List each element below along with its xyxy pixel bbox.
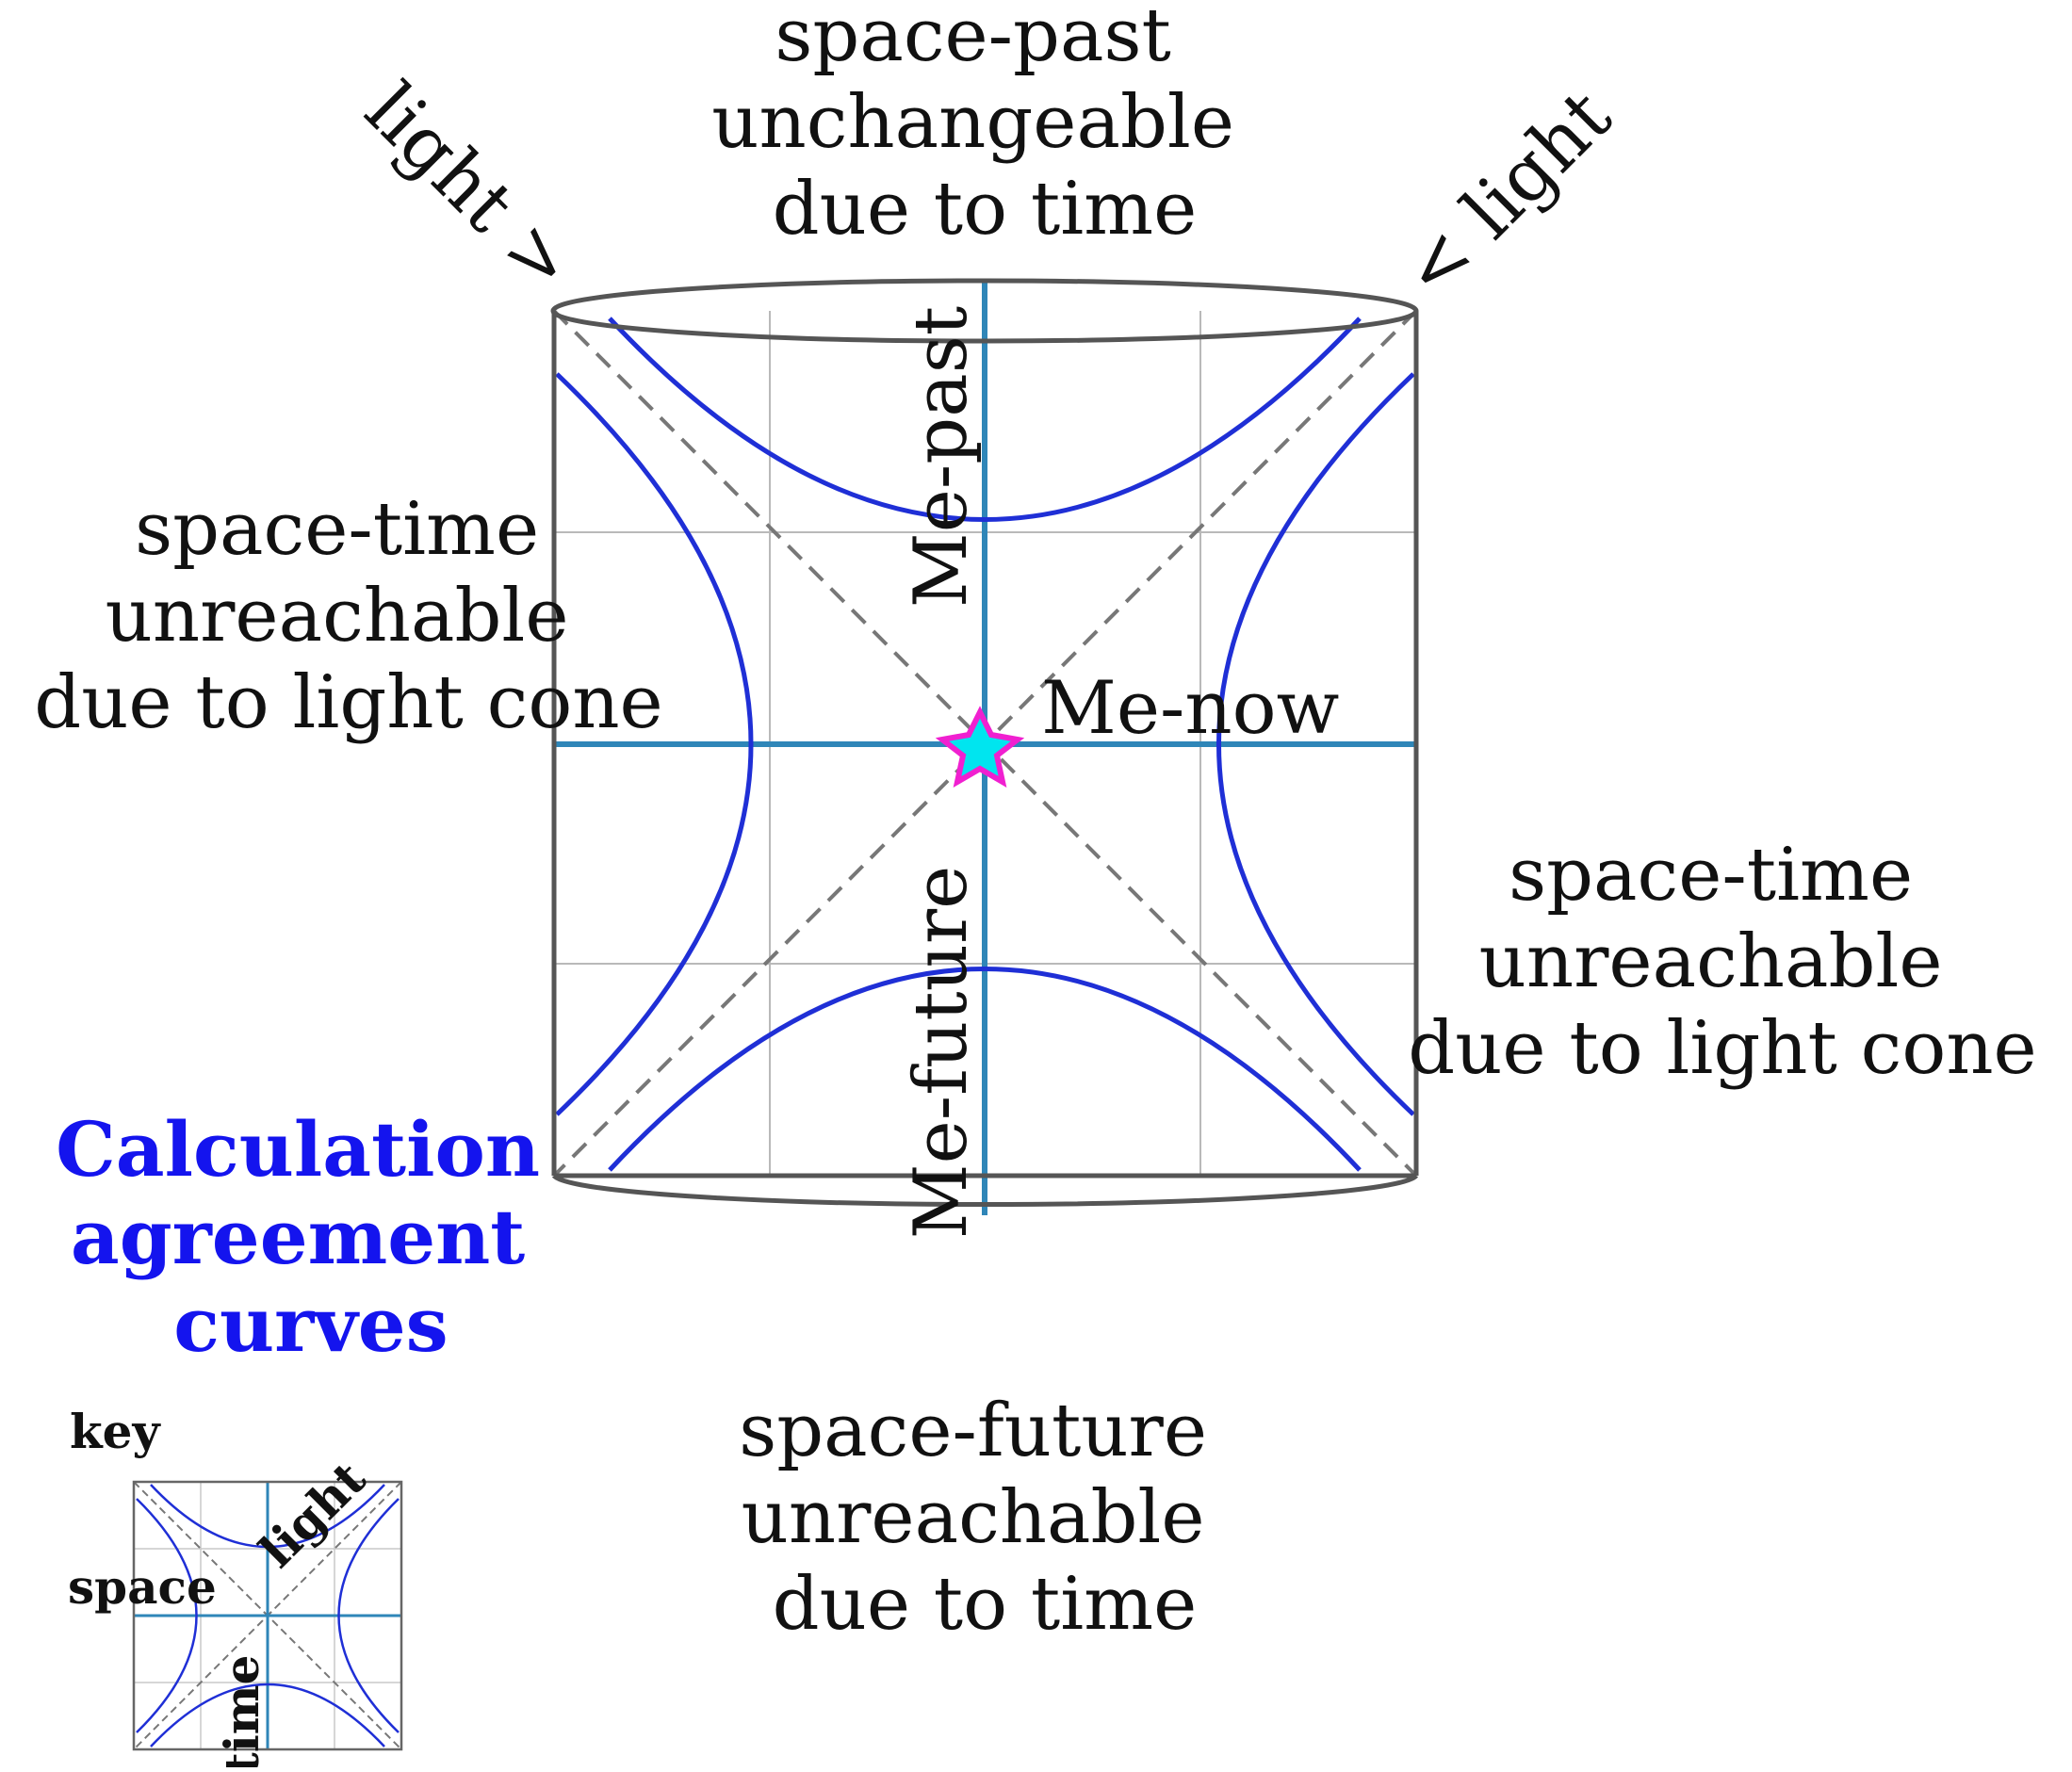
key-axes bbox=[134, 1482, 401, 1749]
bottom-ellipse bbox=[551, 1174, 1419, 1207]
key-space-label: space bbox=[68, 1559, 217, 1615]
key-frame bbox=[132, 1480, 403, 1751]
label-right: space-time unreachable due to light cone bbox=[1408, 833, 2036, 1091]
key-time-label: time bbox=[214, 1655, 269, 1767]
curve-bottom bbox=[608, 967, 1362, 1172]
label-me-past: Me-past bbox=[899, 306, 984, 608]
curve-top bbox=[608, 317, 1362, 522]
agreement-curves bbox=[555, 317, 1415, 1172]
label-top: space-past unchangeable due to time bbox=[711, 0, 1258, 252]
label-me-now: Me-now bbox=[1041, 666, 1339, 751]
label-calculation-curves: Calculation agreement curves bbox=[56, 1105, 566, 1369]
label-bottom: space-future unreachable due to time bbox=[739, 1389, 1231, 1647]
key-curves bbox=[136, 1484, 400, 1748]
main-square bbox=[550, 278, 1419, 1215]
top-ellipse bbox=[550, 278, 1419, 344]
label-me-future: Me-future bbox=[899, 866, 984, 1240]
label-left: space-time unreachable due to light cone bbox=[34, 487, 662, 745]
key-legend: key space light time bbox=[68, 1404, 403, 1772]
me-now-star-icon bbox=[935, 706, 1025, 788]
square-frame bbox=[551, 311, 1419, 1179]
label-light-left: light > bbox=[350, 68, 591, 309]
curve-left bbox=[555, 372, 754, 1116]
curve-right bbox=[1216, 372, 1415, 1116]
key-title: key bbox=[70, 1404, 161, 1459]
label-light-right: < light bbox=[1387, 74, 1628, 316]
